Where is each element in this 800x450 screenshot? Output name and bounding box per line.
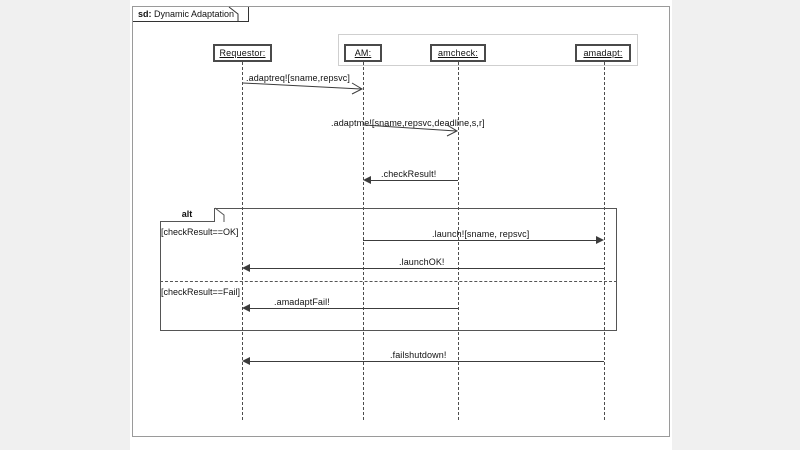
message-label-launchok: .launchOK! — [399, 257, 445, 267]
message-label-adaptreq: .adaptreq![sname,repsvc] — [246, 73, 350, 83]
message-line-failshutdown — [244, 361, 604, 362]
alt-guard-fail-label: [checkResult==Fail] — [161, 287, 241, 297]
adaptation-manager-group — [338, 34, 638, 66]
lifeline-requestor — [242, 62, 243, 420]
message-text-adaptreq: .adaptreq![sname,repsvc] — [246, 73, 350, 83]
arrowhead-failshutdown — [242, 357, 250, 365]
alt-operator-label: alt — [181, 209, 193, 219]
alt-guard-ok: [checkResult==OK] — [161, 227, 239, 237]
message-label-checkresult: .checkResult! — [381, 169, 436, 179]
message-label-launch: .launch![sname, repsvc] — [432, 229, 529, 239]
lifeline-label-amcheck: amcheck: — [437, 48, 479, 58]
message-text-failshutdown: .failshutdown! — [390, 350, 447, 360]
arrowhead-checkresult — [363, 176, 371, 184]
frame-keyword: sd: — [138, 9, 152, 19]
arrowhead-launchok — [242, 264, 250, 272]
lifeline-head-amadapt[interactable]: amadapt: — [575, 44, 631, 62]
message-line-amadaptfail — [244, 308, 458, 309]
lifeline-label-am: AM: — [354, 48, 372, 58]
message-text-launch: .launch![sname, repsvc] — [432, 229, 530, 239]
alt-operator-tag: alt — [160, 208, 215, 222]
message-label-amadaptfail: .amadaptFail! — [274, 297, 330, 307]
message-line-checkresult — [365, 180, 458, 181]
lifeline-head-am[interactable]: AM: — [344, 44, 382, 62]
lifeline-label-amadapt: amadapt: — [583, 48, 623, 58]
message-text-amadaptfail: .amadaptFail! — [274, 297, 330, 307]
message-label-failshutdown: .failshutdown! — [390, 350, 446, 360]
message-text-adaptme: .adaptme![sname,repsvc,deadline,s,r] — [331, 118, 485, 128]
lifeline-amadapt — [604, 62, 605, 420]
alt-guard-ok-label: [checkResult==OK] — [161, 227, 239, 237]
alt-operand-divider — [160, 281, 617, 282]
alt-fragment[interactable] — [160, 208, 617, 331]
message-text-checkresult: .checkResult! — [381, 169, 437, 179]
arrowhead-launch — [596, 236, 604, 244]
lifeline-head-requestor[interactable]: Requestor: — [213, 44, 272, 62]
lifeline-head-amcheck[interactable]: amcheck: — [430, 44, 486, 62]
lifeline-am — [363, 62, 364, 420]
message-text-launchok: .launchOK! — [399, 257, 445, 267]
message-label-adaptme: .adaptme![sname,repsvc,deadline,s,r] — [331, 118, 485, 128]
alt-guard-fail: [checkResult==Fail] — [161, 287, 240, 297]
message-line-launch — [363, 240, 596, 241]
lifeline-amcheck — [458, 62, 459, 420]
message-line-launchok — [244, 268, 604, 269]
frame-title: Dynamic Adaptation — [154, 9, 235, 19]
lifeline-label-requestor: Requestor: — [219, 48, 266, 58]
frame-label-tag: sd: Dynamic Adaptation — [133, 7, 250, 22]
arrowhead-amadaptfail — [242, 304, 250, 312]
